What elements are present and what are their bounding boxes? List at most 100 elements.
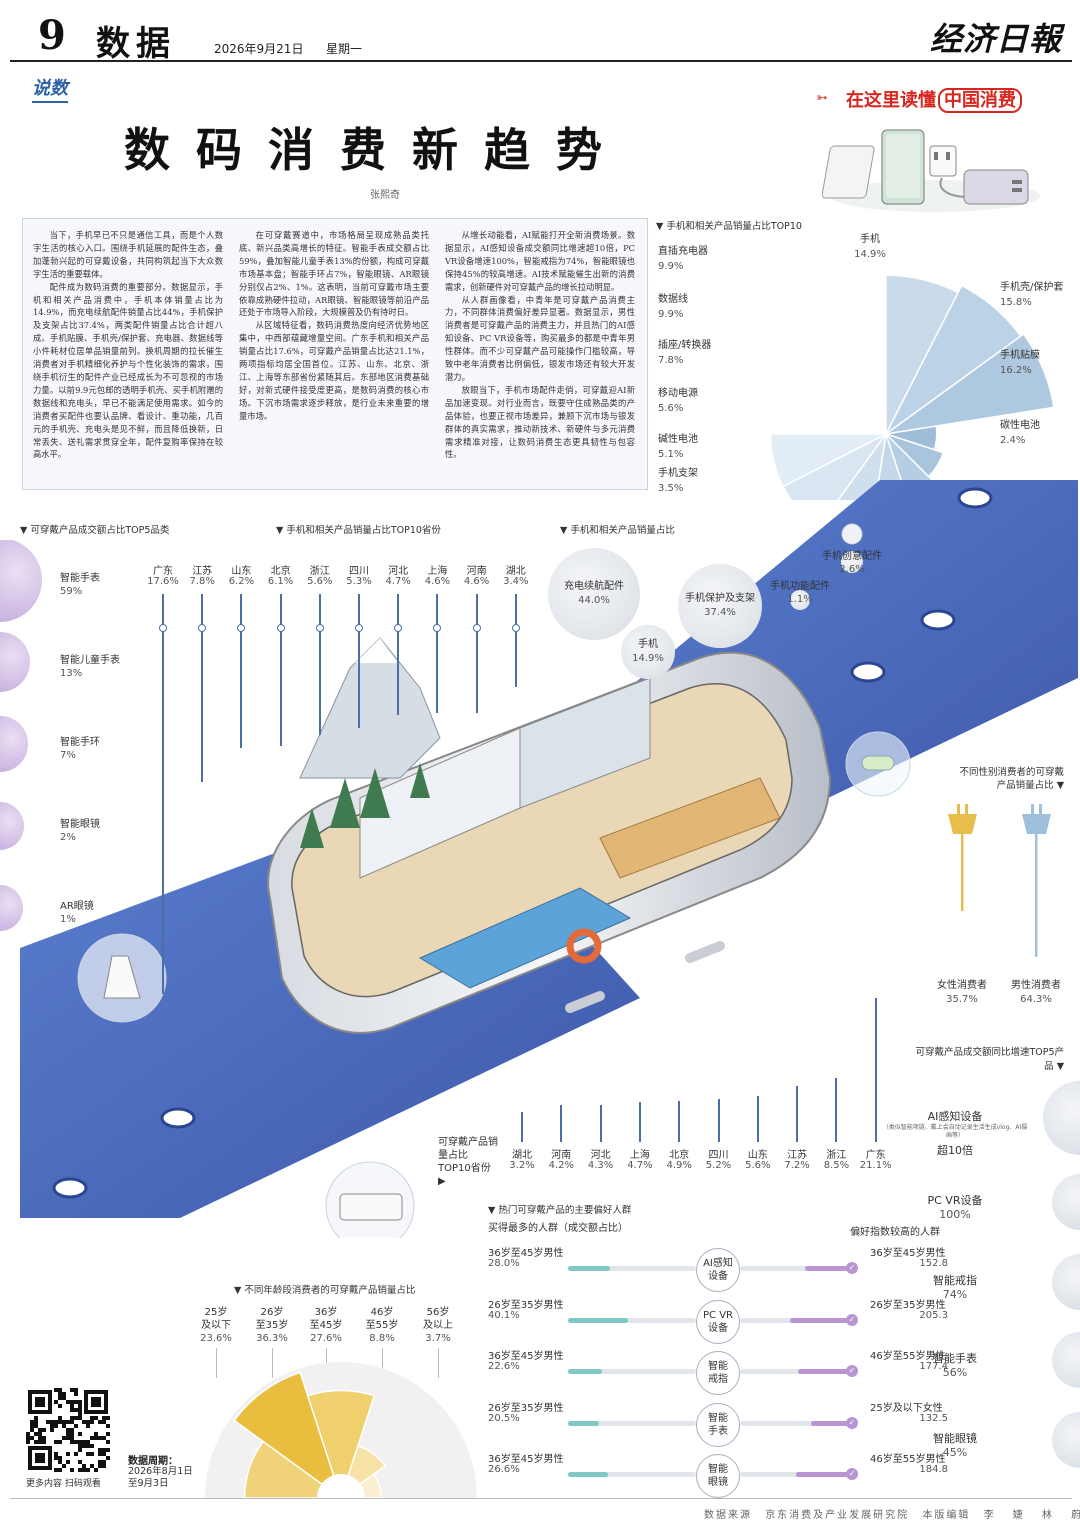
crowd-left-bar — [568, 1472, 608, 1477]
article-col-1: 当下，手机早已不只是通信工具，而是个人数字生活的核心入口。围绕手机延展的配件生态… — [33, 229, 223, 461]
crowd-left-track — [568, 1472, 696, 1477]
crowd-right-bar — [795, 1472, 850, 1477]
crowd-right-track — [740, 1420, 850, 1426]
footer-editors: 李 婕 林 蔚 — [983, 1510, 1080, 1521]
rose-label: 碳性电池 — [1000, 418, 1040, 431]
gender-bar — [961, 834, 964, 912]
crowd-right-bar — [811, 1420, 850, 1426]
footer: 数据来源 京东消费及产业发展研究院 本版编辑 李 婕 林 蔚 — [704, 1506, 1080, 1521]
crowd-left-bar — [568, 1266, 610, 1271]
crowd-right-bar — [805, 1266, 850, 1271]
rose-value: 5.6% — [658, 403, 683, 414]
thumb-icon: ✓ — [846, 1262, 858, 1274]
page-number: 9 — [38, 12, 66, 59]
growth-category: 智能手表 — [933, 1352, 977, 1365]
rose-label: 手机支架 — [658, 466, 698, 479]
crowd-right-track — [740, 1472, 850, 1477]
growth-value: 超10倍 — [937, 1144, 973, 1157]
article-paragraph: 从人群画像看，中青年是可穿戴产品消费主力，不同群体消费偏好差异显著。数据显示，男… — [445, 294, 635, 382]
crowd-right-track — [740, 1317, 850, 1323]
rose-label: 移动电源 — [658, 386, 698, 399]
wearable-category: 智能儿童手表 — [60, 655, 120, 666]
accessories-illustration — [822, 129, 1040, 212]
age-group-line1: 56岁 — [426, 1307, 450, 1318]
rose-value: 14.9% — [854, 249, 886, 260]
wearable-value: 13% — [60, 668, 83, 679]
plug-icon — [1022, 804, 1051, 834]
age-slice — [233, 1371, 342, 1498]
phone-share-title-text: 手机和相关产品销量占比 — [570, 525, 675, 536]
age-slice — [306, 1389, 376, 1498]
wearable-top5-title: ▼ 可穿戴产品成交额占比TOP5品类 — [20, 525, 170, 536]
crowd-left-group: 26岁至35岁男性 — [488, 1402, 564, 1414]
age-group-line2: 至45岁 — [309, 1320, 343, 1331]
crowd-left-value: 26.6% — [488, 1464, 520, 1475]
plug-icon — [948, 804, 977, 834]
byline: 张熙奇 — [370, 190, 400, 201]
gender-label: 女性消费者 — [937, 978, 987, 991]
age-value: 36.3% — [256, 1333, 288, 1344]
crowd-right-heading: 偏好指数较高的人群 — [850, 1227, 940, 1238]
qr-code[interactable] — [26, 1388, 110, 1472]
rose-value: 15.8% — [1000, 297, 1032, 308]
slogan: 在这里读懂中国消费 — [846, 86, 1022, 113]
crowd-product-hub: AI感知 设备 — [696, 1248, 740, 1292]
article-col-2: 在可穿戴赛道中，市场格局呈现成熟品类托底、新兴品类高增长的特征。智能手表成交额占… — [239, 229, 429, 423]
rose-value: 2.4% — [1000, 435, 1025, 446]
crowd-left-track — [568, 1420, 696, 1426]
thumb-icon: ✓ — [846, 1365, 858, 1377]
crowd-left-heading: 买得最多的人群（成交额占比） — [488, 1223, 628, 1234]
issue-date: 2026年9月21日 — [214, 42, 304, 56]
age-group-line2: 及以下 — [201, 1320, 231, 1331]
rose-value: 3.5% — [658, 483, 683, 494]
rose-chart: 手机14.9%手机壳/保护套15.8%手机贴膜16.2%碳性电池2.4%手机支架… — [658, 232, 1063, 500]
wearable-category: 智能眼镜 — [60, 819, 100, 830]
rose-label: 直插充电器 — [658, 244, 708, 257]
crowd-left-track — [568, 1369, 696, 1374]
crowd-left-group: 26岁至35岁男性 — [488, 1299, 564, 1311]
age-value: 27.6% — [310, 1333, 342, 1344]
period-label: 数据周期： — [128, 1456, 178, 1467]
article-box: 当下，手机早已不只是通信工具，而是个人数字生活的核心入口。围绕手机延展的配件生态… — [22, 218, 648, 490]
column-tag: 说数 — [32, 74, 68, 103]
footer-rule — [10, 1498, 1072, 1499]
article-paragraph: 在可穿戴赛道中，市场格局呈现成熟品类托底、新兴品类高增长的特征。智能手表成交额占… — [239, 230, 429, 318]
wearable-value: 1% — [60, 914, 76, 925]
age-group-line1: 26岁 — [260, 1307, 284, 1318]
growth-bubble — [1052, 1332, 1080, 1388]
crowd-product-hub: 智能 戒指 — [696, 1351, 740, 1395]
crowd-right-bar — [790, 1317, 850, 1323]
growth-title-text: 可穿戴产品成交额同比增速TOP5产品 — [915, 1047, 1064, 1072]
crowd-left-group: 36岁至45岁男性 — [488, 1248, 564, 1259]
slogan-highlight: 中国消费 — [938, 88, 1022, 113]
rose-label: 碱性电池 — [658, 432, 698, 445]
swim-ring — [566, 928, 602, 964]
wearable-category: 智能手表 — [60, 573, 100, 584]
rose-label: 手机贴膜 — [1000, 348, 1040, 361]
growth-bubble — [1052, 1254, 1080, 1310]
gender-bar — [1035, 834, 1038, 957]
crowd-left-bar — [568, 1420, 599, 1426]
period-range: 2026年8月1日至9月3日 — [128, 1466, 193, 1489]
rose-value: 5.1% — [658, 449, 683, 460]
growth-bubble — [1043, 1081, 1080, 1155]
article-paragraph: 配件成为数码消费的重要部分。数据显示，手机和相关产品消费中，手机本体销量占比为1… — [33, 281, 223, 460]
rose-slice — [885, 333, 1055, 435]
section-name: 数据 — [96, 24, 176, 64]
age-title: ▼ 不同年龄段消费者的可穿戴产品销量占比 — [234, 1285, 416, 1296]
crowd-product-hub: 智能 手表 — [696, 1402, 740, 1447]
wearable-bubble — [0, 540, 42, 622]
province-phone-title: ▼ 手机和相关产品销量占比TOP10省份 — [276, 525, 441, 536]
crowd-left-value: 20.5% — [488, 1412, 520, 1424]
article-paragraph: 从区域特征看，数码消费热度向经济优势地区集中，中西部蕴藏增量空间。广东手机和相关… — [239, 320, 429, 421]
smartwatch-illustration — [20, 480, 1078, 1238]
age-value: 8.8% — [369, 1333, 395, 1344]
crowd-left-value: 22.6% — [488, 1361, 520, 1372]
age-value: 23.6% — [200, 1333, 232, 1344]
wearable-bubble — [0, 716, 28, 772]
growth-value: 45% — [942, 1446, 968, 1459]
arrow-icon: ➳ — [816, 90, 828, 106]
age-chart — [205, 1362, 477, 1498]
wearable-value: 2% — [60, 832, 76, 843]
growth-title: 可穿戴产品成交额同比增速TOP5产品 ▼ — [915, 1047, 1064, 1072]
